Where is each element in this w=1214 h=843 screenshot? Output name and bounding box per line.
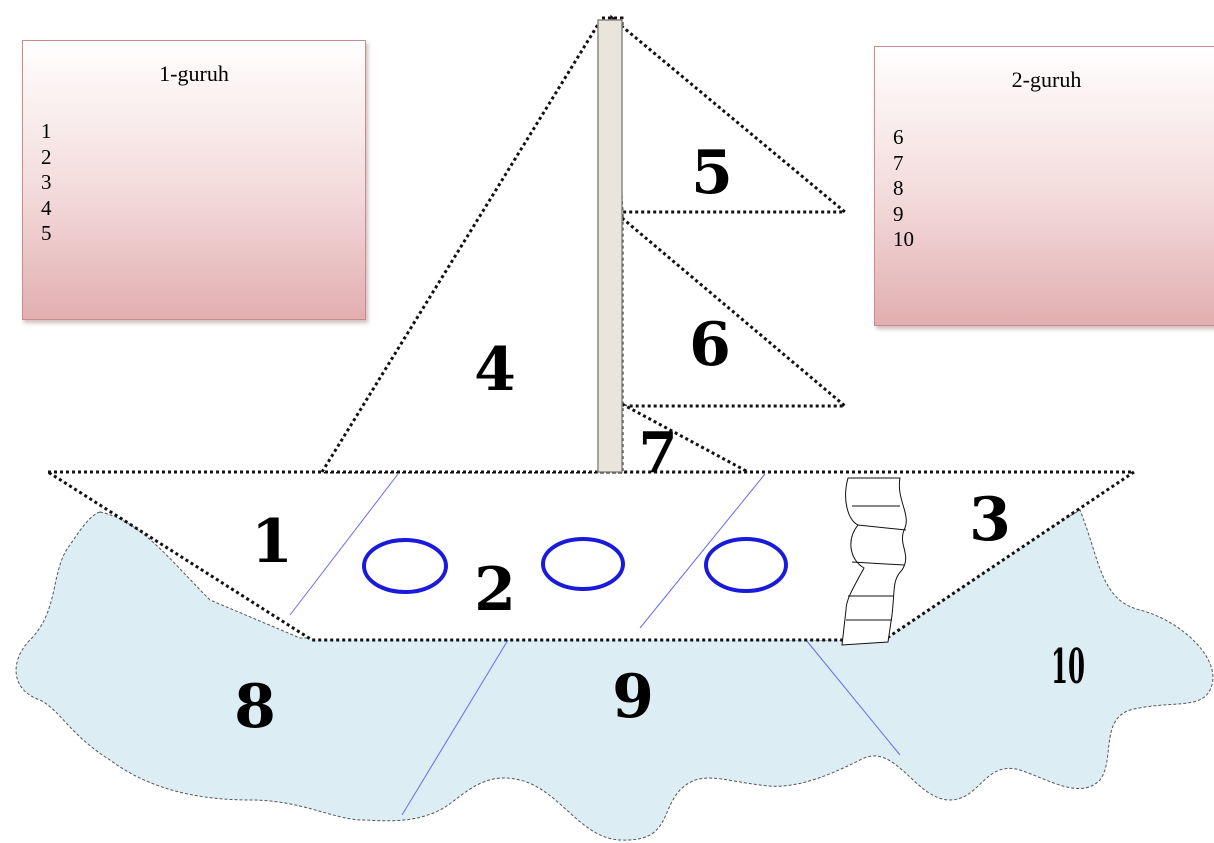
hull-divider-line <box>289 473 399 616</box>
list-item: 7 <box>893 150 904 175</box>
list-item: 4 <box>41 195 52 220</box>
group-1-panel: 1-guruh 1 2 3 4 5 <box>22 40 366 320</box>
sail-5-shape <box>610 14 850 214</box>
water-divider-line <box>805 639 901 756</box>
flag-7-shape <box>620 401 749 474</box>
water-divider-line <box>401 639 509 816</box>
porthole <box>362 538 448 594</box>
list-item: 3 <box>41 170 52 194</box>
rope-ladder-drawing <box>841 477 907 646</box>
group-2-title: 2-guruh <box>1011 67 1082 92</box>
piece-label-7: 7 <box>639 420 678 486</box>
group-2-panel: 2-guruh 6 7 8 9 10 <box>874 46 1214 326</box>
hull-divider-line <box>639 473 766 629</box>
list-item: 9 <box>893 201 904 226</box>
group-2-list: 6 7 8 9 10 <box>893 125 914 253</box>
sail-6-shape <box>620 214 850 408</box>
piece-label-4: 4 <box>474 335 516 405</box>
porthole <box>541 537 625 591</box>
mast <box>597 19 623 473</box>
list-item: 8 <box>893 176 904 200</box>
piece-label-9: 9 <box>612 662 654 732</box>
group-1-title: 1-guruh <box>159 61 229 86</box>
piece-label-2: 2 <box>474 555 516 625</box>
piece-label-1: 1 <box>251 507 293 577</box>
water-shape <box>15 509 1214 841</box>
list-item: 5 <box>41 221 52 245</box>
group-1-list: 1 2 3 4 5 <box>41 119 52 247</box>
piece-label-8: 8 <box>234 672 276 742</box>
list-item: 6 <box>893 125 904 149</box>
porthole <box>704 537 788 593</box>
piece-label-10: 10 <box>1051 639 1085 695</box>
list-item: 2 <box>41 144 52 169</box>
list-item: 10 <box>893 227 914 251</box>
piece-label-5: 5 <box>691 138 733 208</box>
piece-label-6: 6 <box>689 310 731 380</box>
big-sail-shape <box>319 16 624 474</box>
piece-label-3: 3 <box>969 485 1011 555</box>
list-item: 1 <box>41 119 52 143</box>
